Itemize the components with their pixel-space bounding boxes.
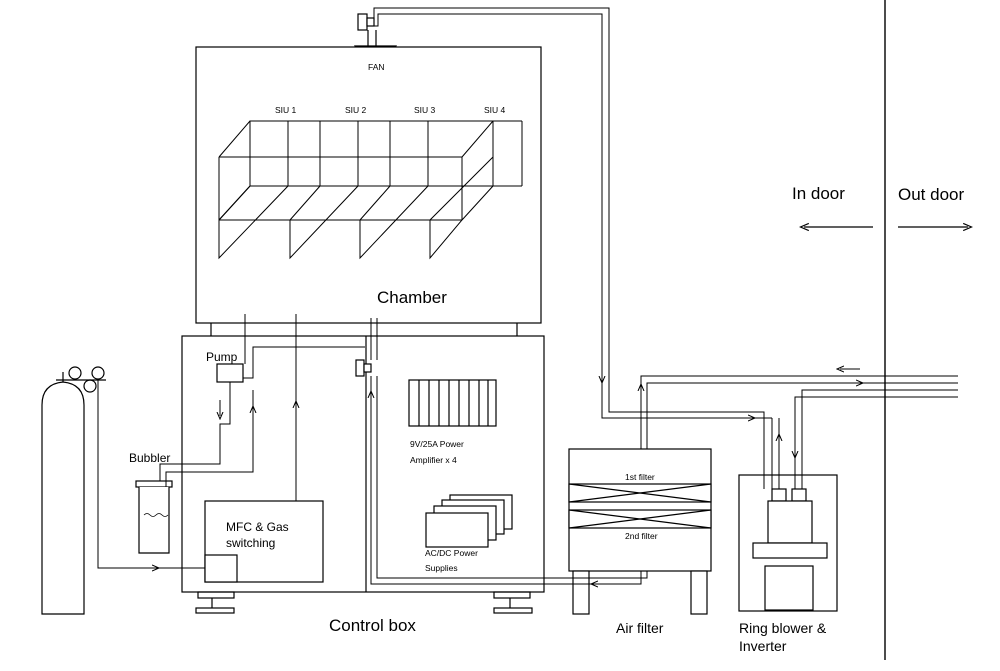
mfc-label-line2: switching — [226, 536, 275, 550]
ring-blower — [738, 474, 838, 612]
in-door-label: In door — [792, 184, 845, 203]
siu-3-label: SIU 3 — [414, 105, 436, 115]
pump-label: Pump — [206, 350, 238, 364]
power-supplies — [425, 494, 513, 548]
bubbler — [135, 480, 173, 554]
chamber-label: Chamber — [377, 288, 447, 307]
siu-2-label: SIU 2 — [345, 105, 367, 115]
psu-label-line1: AC/DC Power — [425, 548, 478, 558]
control-box-label: Control box — [329, 616, 416, 635]
air-filter-label: Air filter — [616, 620, 664, 636]
control-box-feet — [195, 591, 533, 614]
pump-box — [216, 363, 244, 383]
psu-label-line2: Supplies — [425, 563, 458, 573]
bubbler-label: Bubbler — [129, 451, 170, 465]
siu-1-label: SIU 1 — [275, 105, 297, 115]
piping — [97, 7, 958, 585]
amp-label-line1: 9V/25A Power — [410, 439, 464, 449]
siu-4-label: SIU 4 — [484, 105, 506, 115]
air-filter — [568, 448, 712, 615]
flow-arrows — [140, 362, 860, 584]
blower-label-line2: Inverter — [739, 638, 787, 654]
amp-label-line2: Amplifier x 4 — [410, 455, 457, 465]
blower-label-line1: Ring blower & — [739, 620, 827, 636]
power-amplifier — [408, 379, 497, 427]
gas-cylinder — [41, 366, 106, 615]
mfc-box — [204, 500, 324, 583]
filter1-label: 1st filter — [625, 472, 655, 482]
siu-array — [218, 120, 523, 260]
out-door-label: Out door — [898, 185, 964, 204]
mfc-label-line1: MFC & Gas — [226, 520, 289, 534]
chamber-box — [195, 46, 542, 324]
filter2-label: 2nd filter — [625, 531, 658, 541]
fan-label: FAN — [368, 62, 385, 72]
